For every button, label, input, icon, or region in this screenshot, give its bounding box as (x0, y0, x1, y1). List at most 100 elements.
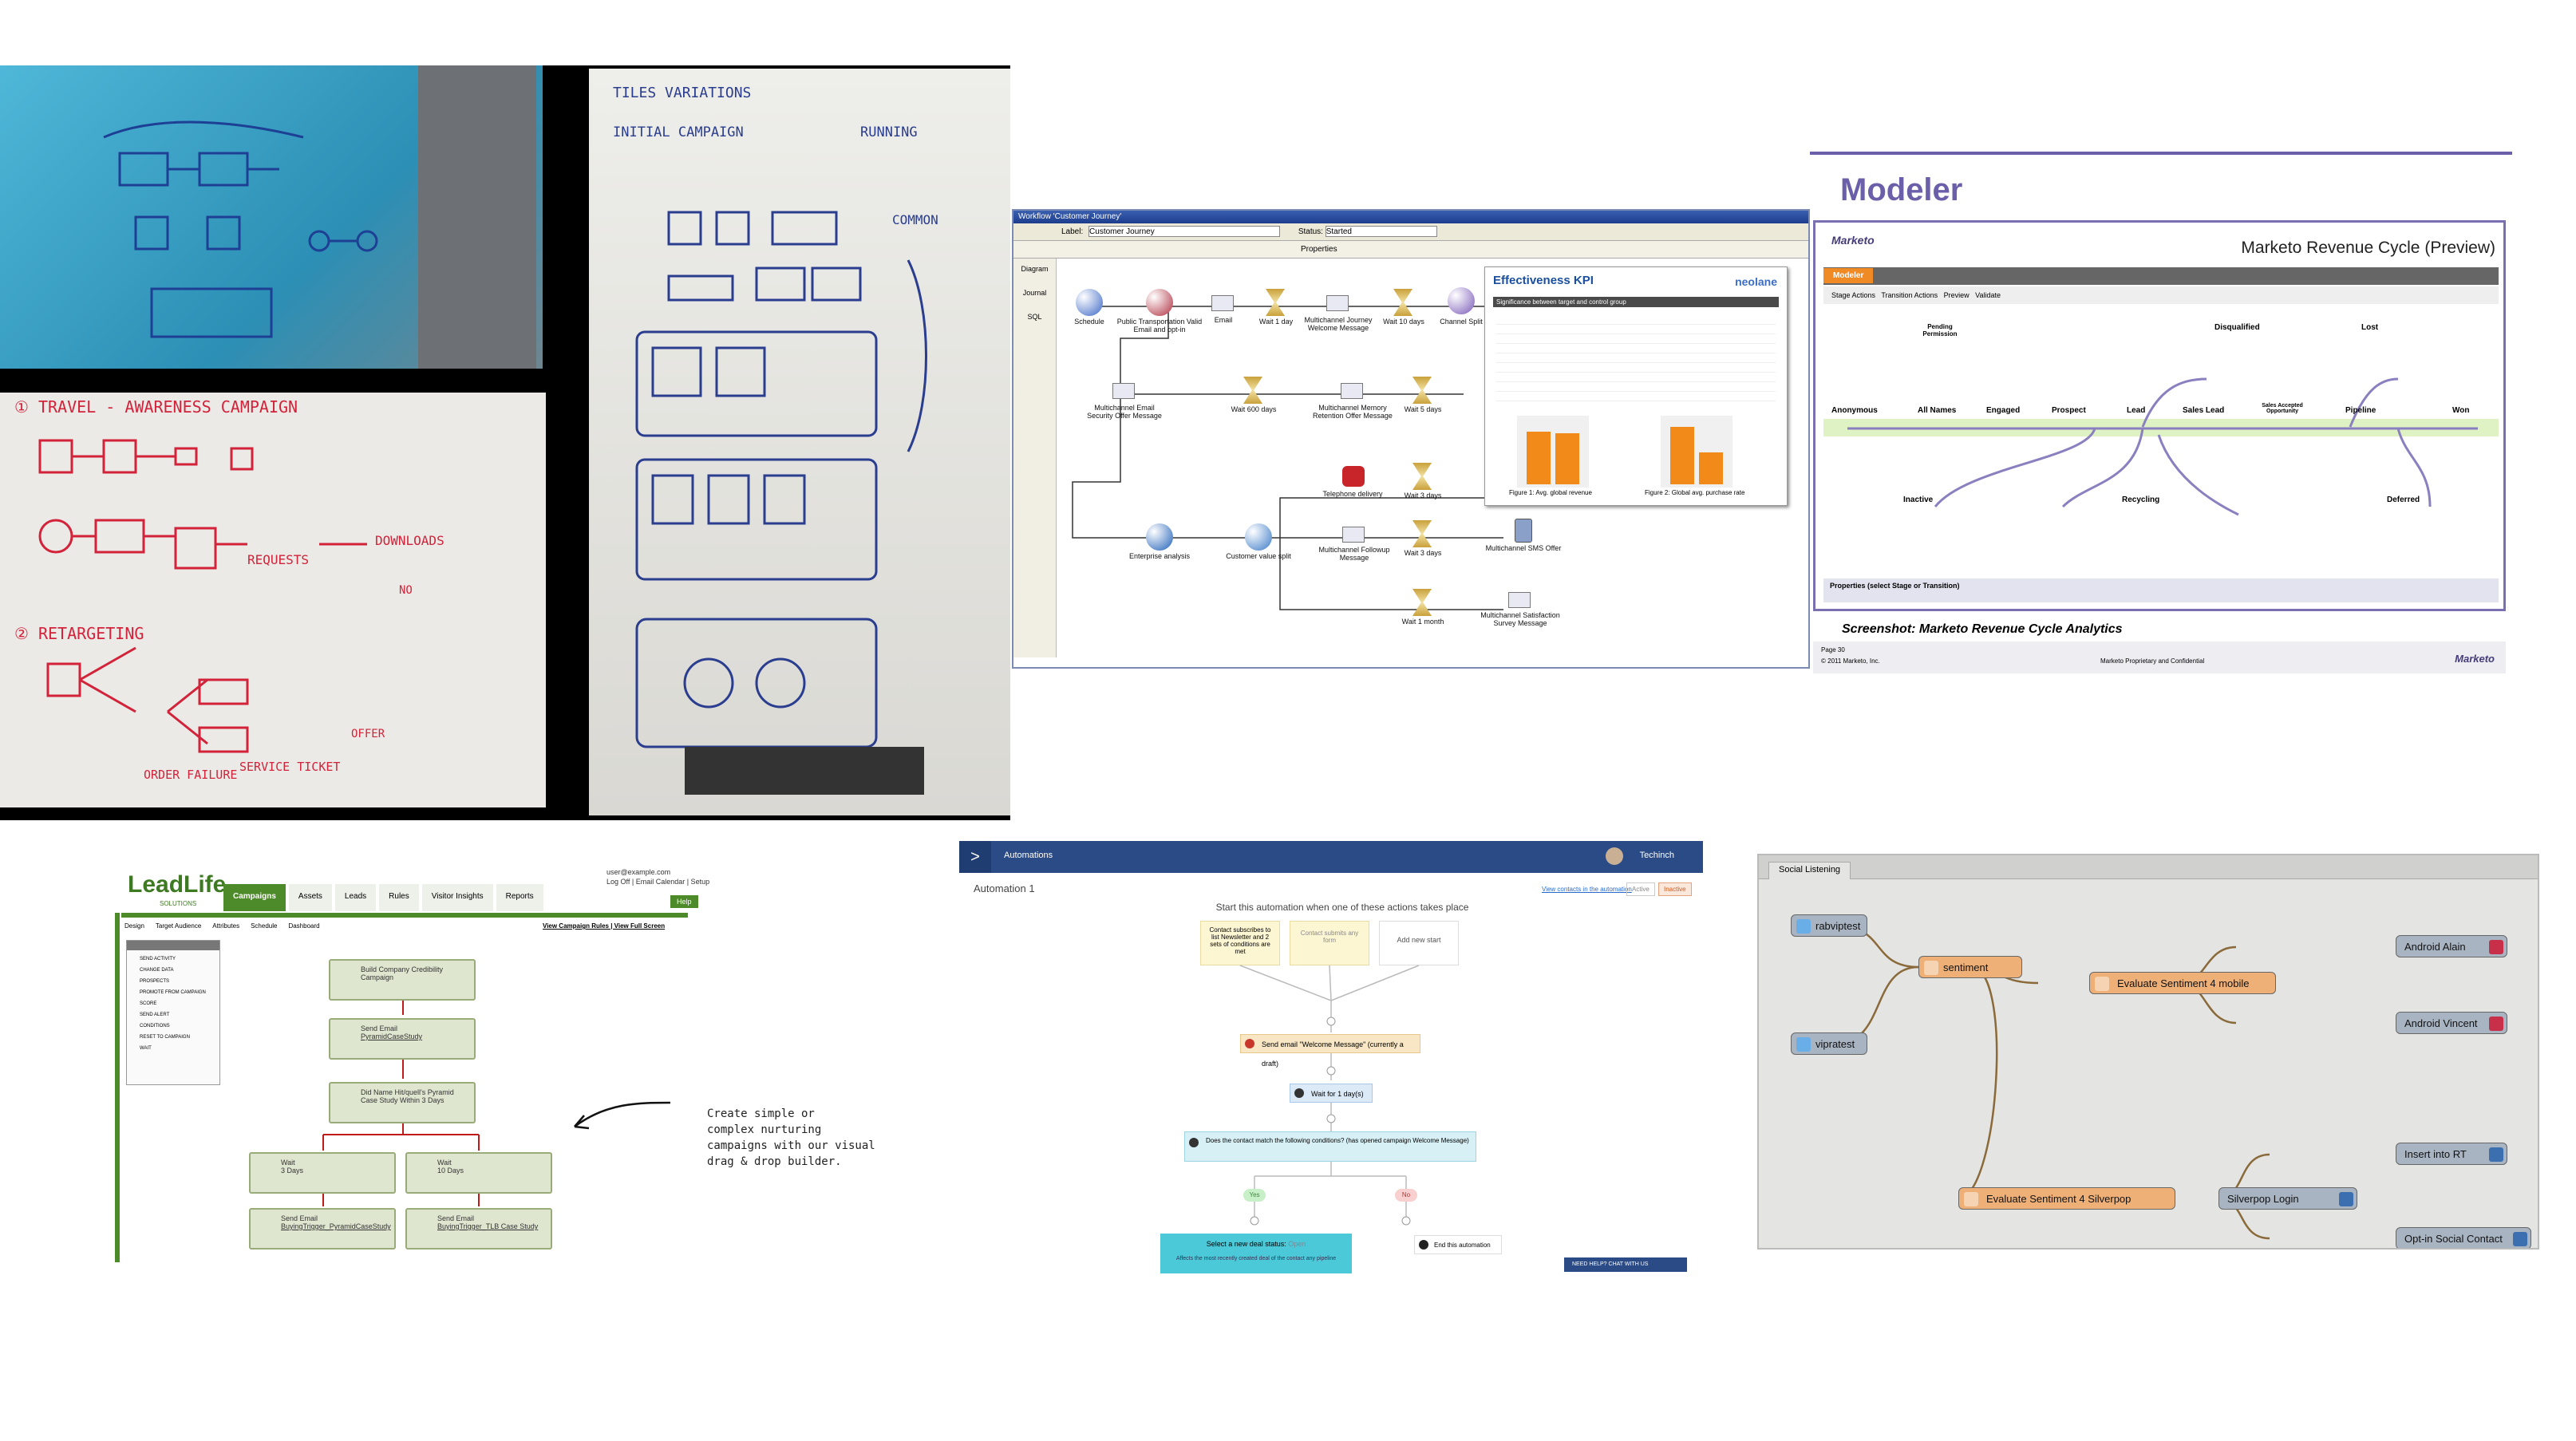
properties-button[interactable]: Properties (1301, 245, 1337, 254)
stage-inactive[interactable]: Inactive (1903, 495, 1934, 504)
nav-reports[interactable]: Reports (496, 884, 543, 911)
subtab-target-audience[interactable]: Target Audience (155, 922, 202, 930)
rt-icon (2489, 1147, 2503, 1162)
sidebar-journal[interactable]: Journal (1022, 289, 1047, 297)
stage-prospect[interactable]: Prospect (2052, 406, 2086, 415)
bar (1555, 433, 1579, 484)
stage-deferred[interactable]: Deferred (2387, 495, 2420, 504)
send-email-node[interactable]: Send Email BuyingTrigger_TLB Case Study (405, 1208, 552, 1250)
stage-anonymous[interactable]: Anonymous (1831, 406, 1878, 415)
nav-campaigns[interactable]: Campaigns (223, 884, 286, 911)
stage-engaged[interactable]: Engaged (1986, 406, 2021, 415)
view-links[interactable]: View Campaign Rules | View Full Screen (543, 922, 666, 930)
android-node[interactable]: Android Vincent (2396, 1012, 2507, 1034)
rt-node[interactable]: Insert into RT (2396, 1143, 2507, 1165)
send-email-step[interactable]: Send email "Welcome Message" (currently … (1240, 1034, 1420, 1068)
twitter-node[interactable]: rabviptest (1791, 914, 1867, 937)
add-trigger-card[interactable]: Add new start (1379, 921, 1459, 965)
palette-item[interactable]: WAIT (140, 1046, 152, 1051)
chat-button[interactable]: NEED HELP? CHAT WITH US (1564, 1257, 1687, 1272)
deal-status-step[interactable]: Select a new deal status: Open Affects t… (1160, 1234, 1352, 1273)
stage-lost[interactable]: Lost (2361, 323, 2379, 332)
function-node[interactable]: sentiment (1918, 956, 2022, 978)
end-step[interactable]: End this automation (1414, 1235, 1502, 1254)
nav-leads[interactable]: Leads (334, 884, 377, 911)
silverpop-node[interactable]: Silverpop Login (2218, 1187, 2357, 1210)
email-node[interactable] (1341, 383, 1363, 399)
telephone-node[interactable] (1342, 466, 1365, 487)
trigger-card[interactable]: Contact subscribes to list Newsletter an… (1200, 921, 1280, 965)
stage-won[interactable]: Won (2452, 406, 2470, 415)
value-split-node[interactable] (1245, 523, 1272, 551)
stage-sao[interactable]: Sales Accepted Opportunity (2262, 403, 2303, 414)
node-label: sentiment (1943, 961, 1989, 973)
condition-step[interactable]: Does the contact match the following con… (1184, 1131, 1476, 1162)
stage-recycling[interactable]: Recycling (2122, 495, 2160, 504)
neolane-logo: neolane (1735, 275, 1777, 288)
toolbar-stage-actions[interactable]: Stage Actions (1831, 291, 1876, 299)
subtab-dashboard[interactable]: Dashboard (288, 922, 320, 930)
palette-item[interactable]: SCORE (140, 1001, 157, 1006)
optin-node[interactable]: Opt-in Social Contact (2396, 1227, 2531, 1248)
workflow-label-bar: Label: Customer Journey Status: Started (1013, 223, 1808, 241)
avatar[interactable] (1606, 847, 1623, 865)
palette-item[interactable]: RESET TO CAMPAIGN (140, 1035, 190, 1040)
palette-item[interactable]: SEND ACTIVITY (140, 957, 176, 961)
toolbar-transition-actions[interactable]: Transition Actions (1881, 291, 1938, 299)
email-node[interactable] (1112, 383, 1135, 399)
function-node[interactable]: Evaluate Sentiment 4 mobile (2089, 972, 2276, 994)
send-email-node[interactable]: Send Email PyramidCaseStudy (329, 1018, 476, 1060)
toolbar-preview[interactable]: Preview (1943, 291, 1970, 299)
stage-all-names[interactable]: All Names (1918, 406, 1957, 415)
stage-pending-permission[interactable]: Pending Permission (1922, 323, 1958, 338)
send-email-node[interactable]: Send Email BuyingTrigger_PyramidCaseStud… (249, 1208, 396, 1250)
trigger-card[interactable]: Contact submits any form (1290, 921, 1369, 965)
stage-lead[interactable]: Lead (2127, 406, 2146, 415)
tab-modeler[interactable]: Modeler (1823, 268, 1874, 283)
android-node[interactable]: Android Alain (2396, 935, 2507, 957)
app-logo-icon[interactable]: > (959, 841, 991, 873)
palette-item[interactable]: CHANGE DATA (140, 968, 174, 973)
top-links[interactable]: Log Off | Email Calendar | Setup (606, 878, 710, 886)
active-button[interactable]: Active (1626, 882, 1655, 896)
tab-social-listening[interactable]: Social Listening (1768, 862, 1851, 879)
email-node[interactable] (1211, 295, 1234, 311)
automations-menu[interactable]: Automations (1004, 851, 1053, 860)
view-contacts-link[interactable]: View contacts in the automation (1542, 886, 1632, 893)
enterprise-node[interactable] (1146, 523, 1173, 551)
toolbar-validate[interactable]: Validate (1975, 291, 2001, 299)
email-node[interactable] (1508, 592, 1531, 608)
subtab-design[interactable]: Design (124, 922, 144, 930)
split-node[interactable] (1448, 287, 1475, 314)
wait-node[interactable]: Wait 3 Days (249, 1152, 396, 1194)
label-input[interactable]: Customer Journey (1088, 226, 1281, 237)
subtab-attributes[interactable]: Attributes (212, 922, 240, 930)
email-node[interactable] (1342, 527, 1365, 543)
palette-item[interactable]: CONDITIONS (140, 1024, 170, 1028)
nav-rules[interactable]: Rules (379, 884, 419, 911)
nav-assets[interactable]: Assets (288, 884, 332, 911)
inactive-button[interactable]: Inactive (1658, 882, 1692, 896)
help-button[interactable]: Help (670, 895, 698, 908)
function-node[interactable]: Evaluate Sentiment 4 Silverpop (1958, 1187, 2175, 1210)
twitter-node[interactable]: vipratest (1791, 1032, 1867, 1055)
stage-pipeline[interactable]: Pipeline (2345, 406, 2376, 415)
palette-item[interactable]: PROMOTE FROM CAMPAIGN (140, 990, 206, 995)
email-node[interactable] (1326, 295, 1349, 311)
wait-node[interactable]: Wait 10 Days (405, 1152, 552, 1194)
subtab-schedule[interactable]: Schedule (251, 922, 278, 930)
user-menu[interactable]: Techinch (1639, 851, 1674, 860)
sidebar-diagram[interactable]: Diagram (1021, 265, 1049, 273)
campaign-start-node[interactable]: Build Company Credibility Campaign (329, 959, 476, 1001)
palette-item[interactable]: PROSPECTS (140, 979, 170, 984)
stage-sales-lead[interactable]: Sales Lead (2183, 406, 2225, 415)
palette-item[interactable]: SEND ALERT (140, 1013, 170, 1017)
schedule-node[interactable] (1076, 289, 1103, 316)
query-node[interactable] (1146, 289, 1173, 316)
sms-node[interactable] (1515, 519, 1532, 543)
nav-visitor-insights[interactable]: Visitor Insights (421, 884, 493, 911)
stage-disqualified[interactable]: Disqualified (2214, 323, 2260, 332)
marker-tray (685, 747, 924, 795)
sidebar-sql[interactable]: SQL (1027, 313, 1042, 321)
condition-node[interactable]: Did Name Hit/quell's Pyramid Case Study … (329, 1082, 476, 1123)
